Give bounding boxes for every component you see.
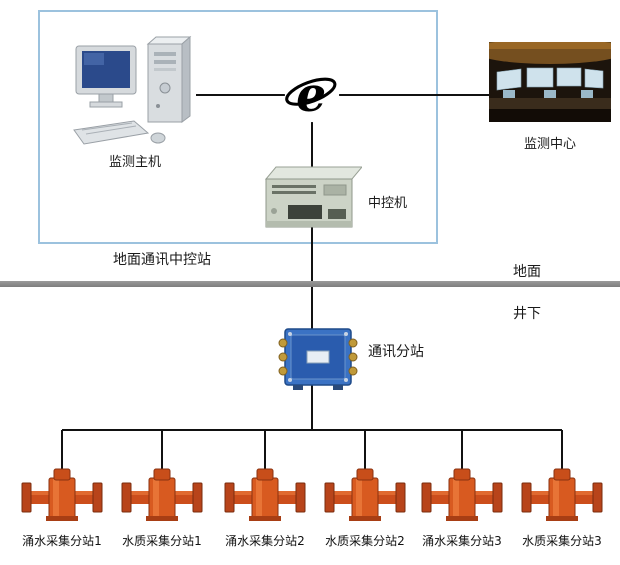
monitor-host-label: 监测主机 <box>108 155 161 170</box>
central-machine-icon <box>262 165 362 233</box>
monitor-center-photo <box>489 42 611 122</box>
device-cell-5: 涌水采集分站3 <box>410 466 514 558</box>
device-cell-1: 涌水采集分站1 <box>10 466 114 558</box>
substation-icon <box>277 327 359 393</box>
surface-station-box <box>38 10 438 244</box>
monitor-center-label: 监测中心 <box>523 137 576 152</box>
ground-divider <box>0 281 620 287</box>
device-label: 水质采集分站1 <box>122 534 202 548</box>
device-label: 水质采集分站2 <box>325 534 405 548</box>
water-inflow-device-icon <box>420 466 504 524</box>
device-label: 涌水采集分站2 <box>225 534 305 548</box>
substation-label: 通讯分站 <box>368 344 424 360</box>
device-label: 水质采集分站3 <box>522 534 602 548</box>
device-cell-3: 涌水采集分站2 <box>213 466 317 558</box>
central-machine-label: 中控机 <box>368 196 408 211</box>
device-cell-4: 水质采集分站2 <box>313 466 417 558</box>
surface-zone-label: 地面 <box>513 264 541 280</box>
device-label: 涌水采集分站1 <box>22 534 102 548</box>
surface-station-label: 地面通讯中控站 <box>113 252 211 268</box>
device-cell-6: 水质采集分站3 <box>510 466 614 558</box>
underground-zone-label: 井下 <box>513 306 541 322</box>
internet-e-globe-icon <box>284 67 340 123</box>
water-quality-device-icon <box>323 466 407 524</box>
water-quality-device-icon <box>520 466 604 524</box>
water-quality-device-icon <box>120 466 204 524</box>
water-inflow-device-icon <box>223 466 307 524</box>
monitor-host-computer-icon <box>68 34 198 149</box>
device-cell-2: 水质采集分站1 <box>110 466 214 558</box>
device-label: 涌水采集分站3 <box>422 534 502 548</box>
water-inflow-device-icon <box>20 466 104 524</box>
